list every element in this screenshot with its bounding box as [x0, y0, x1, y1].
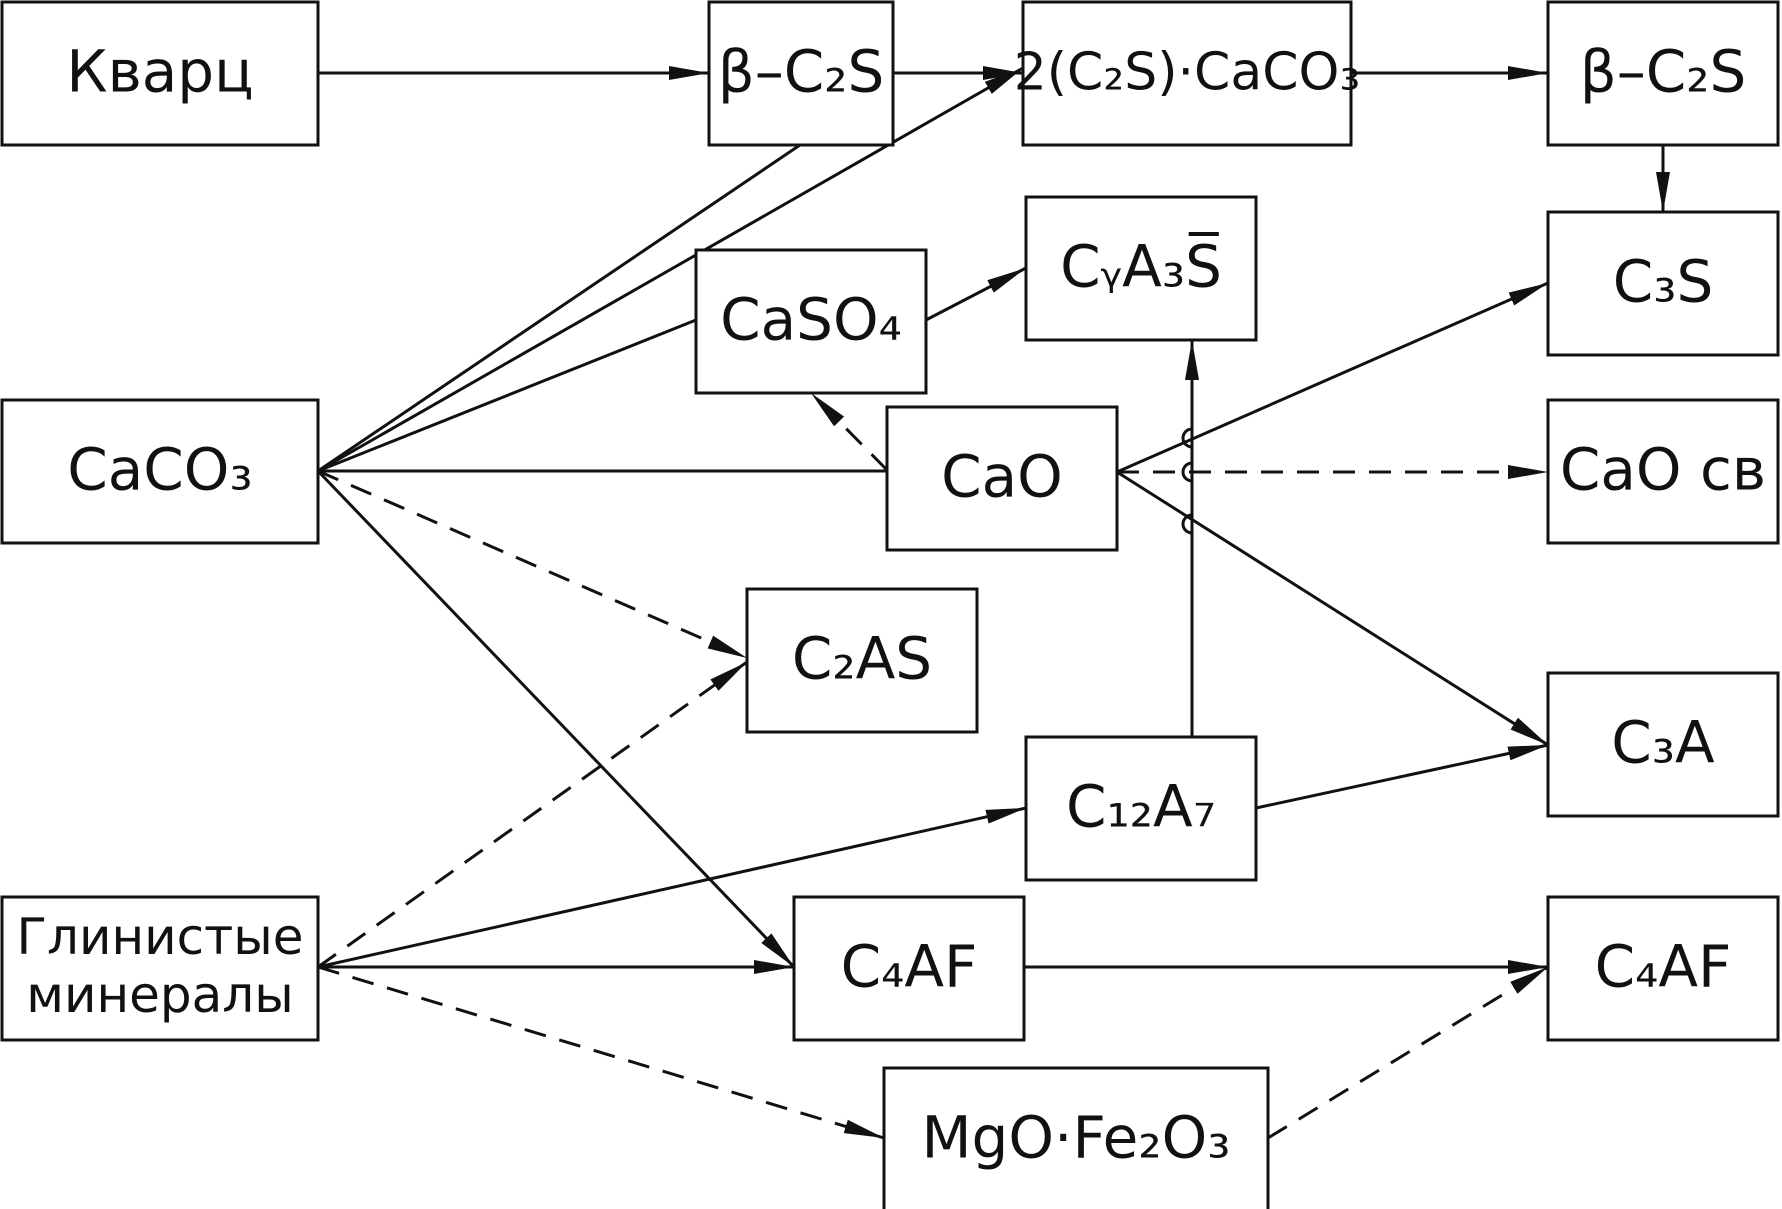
edge-caco3-to-c4af_1 [316, 469, 796, 969]
node-cya3s-box [1024, 195, 1258, 342]
edge-glina-to-mgo [317, 965, 885, 1140]
node-caso4: CaSO₄ [694, 248, 928, 395]
node-2c2s-caco3-label: 2(C₂S)·CaCO₃ [1014, 43, 1361, 103]
line-hops [1181, 427, 1193, 535]
node-glinistye-label-line-2: минералы [26, 966, 293, 1024]
edge-cao-to-caso4 [809, 391, 889, 472]
node-cao-label: CaO [941, 443, 1063, 511]
node-cya3s: CᵧA₃S̅ [1024, 195, 1258, 342]
edge-glina-to-c12a7 [317, 806, 1027, 969]
node-c2as-label: C₂AS [792, 625, 932, 693]
node-kvarts-box [0, 0, 320, 147]
node-mgo-fe2o3: MgO·Fe₂O₃ [882, 1066, 1270, 1209]
node-2c2s-caco3-box [1021, 0, 1353, 147]
node-glinistye-label-line-1: Глинистые [17, 908, 304, 966]
node-cao-sv-label: CaO св [1560, 436, 1766, 504]
line-hop-2 [1181, 461, 1193, 483]
node-c12a7-box [1024, 735, 1258, 882]
node-c4af-1-label: C₄AF [841, 933, 978, 1001]
node-c3s: C₃S [1546, 210, 1780, 357]
edges-layer [316, 66, 1670, 1140]
node-2c2s-caco3: 2(C₂S)·CaCO₃ [1014, 0, 1361, 147]
line-hop-1 [1181, 427, 1193, 449]
edge-c12a7-to-c3a [1255, 743, 1549, 810]
node-glinistye-box [0, 895, 320, 1042]
node-cao-box [885, 405, 1119, 552]
edge-caco3-to-c2s_caco3 [317, 66, 1024, 473]
node-c4af-1: C₄AF [792, 895, 1026, 1042]
edge-caco3-to-bc2s_1 [317, 143, 801, 473]
node-beta-c2s-2-label: β–C₂S [1580, 38, 1747, 106]
node-cao: CaO [885, 405, 1119, 552]
node-cao-sv-box [1546, 398, 1780, 545]
edge-caso4-to-cya3s [925, 266, 1027, 322]
node-c3s-box [1546, 210, 1780, 357]
edge-cao-to-c3a [1116, 470, 1549, 747]
node-mgo-fe2o3-label: MgO·Fe₂O₃ [922, 1104, 1231, 1172]
node-beta-c2s-1-label: β–C₂S [718, 38, 885, 106]
node-beta-c2s-2: β–C₂S [1546, 0, 1780, 147]
node-c12a7-label: C₁₂A₇ [1066, 773, 1216, 841]
node-beta-c2s-1-box [707, 0, 895, 147]
node-caco3-label: CaCO₃ [67, 436, 252, 504]
node-mgo-fe2o3-box [882, 1066, 1270, 1209]
edge-mgo-to-c4af_2 [1267, 965, 1549, 1140]
node-c3a-label: C₃A [1611, 709, 1715, 777]
line-hop-3 [1181, 513, 1193, 535]
node-cao-sv: CaO св [1546, 398, 1780, 545]
node-c4af-1-box [792, 895, 1026, 1042]
node-c4af-2: C₄AF [1546, 895, 1780, 1042]
node-kvarts: Кварц [0, 0, 320, 147]
node-c3s-label: C₃S [1613, 248, 1714, 316]
edge-glina-to-c2as [317, 660, 748, 969]
node-cya3s-label: CᵧA₃S̅ [1060, 231, 1222, 301]
node-c2as: C₂AS [745, 587, 979, 734]
edge-caco3-to-caso4 [317, 318, 697, 473]
node-beta-c2s-1: β–C₂S [707, 0, 895, 147]
node-c4af-2-label: C₄AF [1595, 933, 1732, 1001]
node-caso4-box [694, 248, 928, 395]
node-c3a: C₃A [1546, 671, 1780, 818]
node-caco3-box [0, 398, 320, 545]
edge-caco3-to-c2as [317, 469, 748, 660]
node-c2as-box [745, 587, 979, 734]
node-caco3: CaCO₃ [0, 398, 320, 545]
node-c3a-box [1546, 671, 1780, 818]
node-c12a7: C₁₂A₇ [1024, 735, 1258, 882]
edge-cao-to-c3s [1116, 281, 1549, 474]
node-kvarts-label: Кварц [66, 38, 253, 106]
node-beta-c2s-2-box [1546, 0, 1780, 147]
node-caso4-label: CaSO₄ [720, 286, 902, 354]
node-c4af-2-box [1546, 895, 1780, 1042]
